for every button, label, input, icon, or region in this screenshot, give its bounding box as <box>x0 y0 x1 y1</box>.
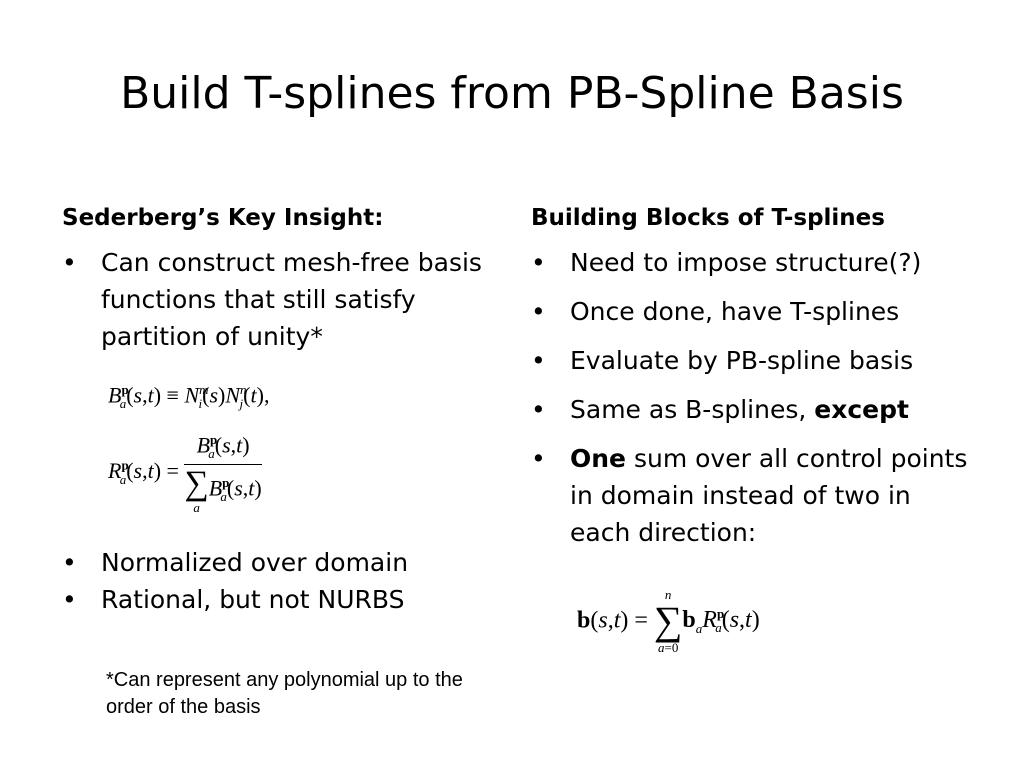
bullet-dot: • <box>62 585 77 614</box>
bullet-dot: • <box>531 346 546 375</box>
bullet-emphasis: except <box>814 395 909 424</box>
bullet-dot: • <box>531 248 546 277</box>
list-item: • Normalized over domain <box>62 544 482 581</box>
bullet-text: Normalized over domain <box>101 548 409 577</box>
bullet-dot: • <box>62 248 77 277</box>
right-heading: Building Blocks of T-splines <box>531 205 885 231</box>
list-item: • Once done, have T-splines <box>531 293 971 330</box>
bullet-text: Evaluate by PB-spline basis <box>570 346 914 375</box>
equation-basis-product: Bpa(s,t) ≡ Nmi(s)Nnj(t), <box>108 382 270 411</box>
list-item: • Rational, but not NURBS <box>62 581 482 618</box>
bullet-dot: • <box>531 395 546 424</box>
bullet-emphasis: One <box>570 444 627 473</box>
left-column: Sederberg’s Key Insight: • Can construct… <box>62 198 482 614</box>
bullet-text: Once done, have T-splines <box>570 297 900 326</box>
bullet-text: Need to impose structure(?) <box>570 248 922 277</box>
list-item: • One sum over all control points in dom… <box>531 440 971 551</box>
bullet-text: Can construct mesh-free basis functions … <box>101 248 482 351</box>
summation-symbol: n∑a=0 <box>653 587 683 655</box>
list-item: • Can construct mesh-free basis function… <box>62 244 482 355</box>
list-item: • Need to impose structure(?) <box>531 244 971 281</box>
footnote: *Can represent any polynomial up to the … <box>106 669 463 718</box>
right-bullet-list: • Need to impose structure(?) • Once don… <box>531 244 971 551</box>
bullet-dot: • <box>531 297 546 326</box>
left-bullet-list-2: • Normalized over domain • Rational, but… <box>62 544 482 618</box>
bullet-dot: • <box>531 444 546 473</box>
right-column: Building Blocks of T-splines • Need to i… <box>531 198 971 563</box>
bullet-text: sum over all control points in domain in… <box>570 444 968 547</box>
list-item: • Same as B-splines, except <box>531 391 971 428</box>
bullet-text: Same as B-splines, <box>570 395 815 424</box>
slide-title: Build T-splines from PB-Spline Basis <box>120 68 904 119</box>
left-bullet-list: • Can construct mesh-free basis function… <box>62 244 482 355</box>
bullet-dot: • <box>62 548 77 577</box>
bullet-text: Rational, but not NURBS <box>101 585 405 614</box>
left-heading: Sederberg’s Key Insight: <box>62 205 384 231</box>
list-item: • Evaluate by PB-spline basis <box>531 342 971 379</box>
